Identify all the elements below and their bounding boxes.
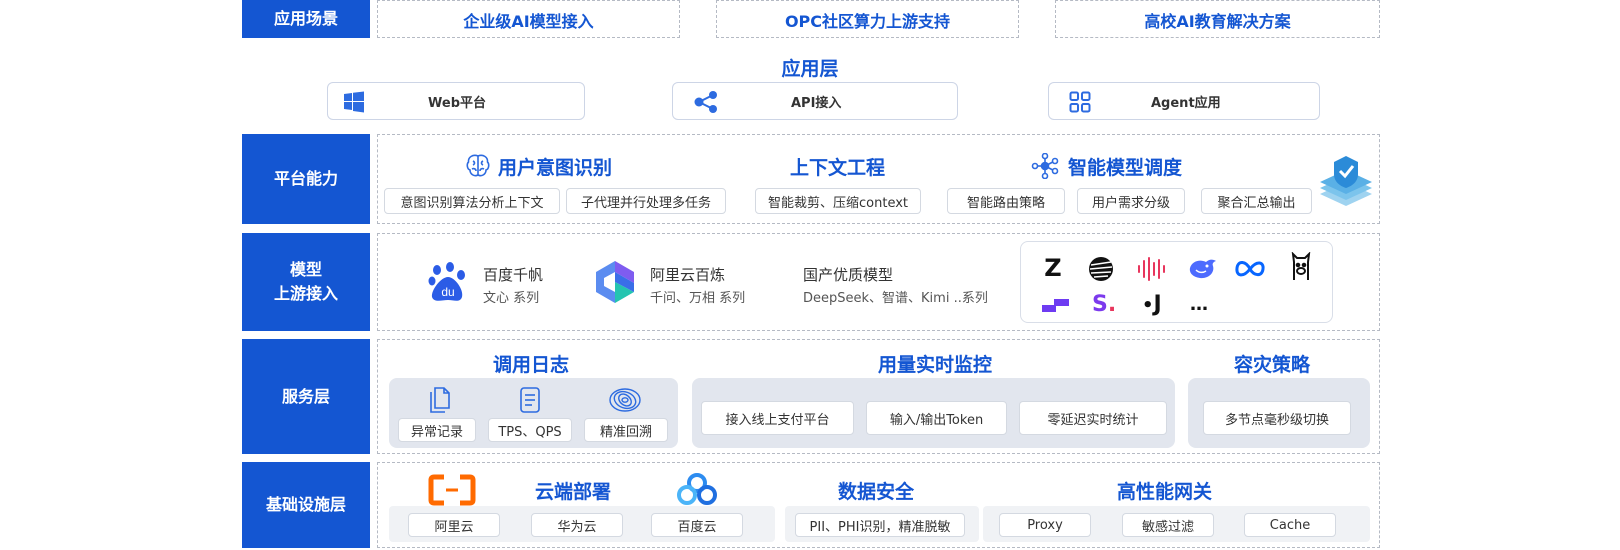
service-label: 服务层 <box>242 339 370 454</box>
files-icon <box>427 386 451 418</box>
app-web-label: Web平台 <box>428 95 486 111</box>
baidu-cloud-icon <box>676 472 718 510</box>
baidu-qianfan-sub: 文心 系列 <box>483 291 540 306</box>
scenario-label: 应用场景 <box>242 0 370 38</box>
model-logos-panel <box>1020 241 1333 323</box>
scenario-item-3: 高校AI教育解决方案 <box>1055 0 1380 38</box>
usage-monitor-title: 用量实时监控 <box>878 354 993 376</box>
disaster-recovery-title: 容灾策略 <box>1234 354 1311 376</box>
pill-token-io: 输入/输出Token <box>866 401 1007 435</box>
pill-precise-trace: 精准回溯 <box>584 418 668 442</box>
app-agent[interactable]: Agent应用 <box>1048 82 1320 120</box>
shield-cube-icon <box>1318 152 1374 214</box>
app-web-platform[interactable]: Web平台 <box>327 82 585 120</box>
call-logs-title: 调用日志 <box>493 354 570 376</box>
platform-label: 平台能力 <box>242 134 370 224</box>
pill-context-compress: 智能裁剪、压缩context <box>755 188 921 214</box>
network-nodes-icon <box>1031 152 1059 183</box>
svg-text:du: du <box>441 285 454 299</box>
app-layer-title: 应用层 <box>781 58 839 80</box>
aliyun-bailian-sub: 千问、万相 系列 <box>650 291 746 306</box>
pill-pii-masking: PII、PHI识别，精准脱敏 <box>795 513 965 537</box>
data-security-title: 数据安全 <box>838 481 915 503</box>
brain-icon <box>465 153 491 183</box>
baidu-paw-icon: du <box>428 262 468 308</box>
pill-baiducloud: 百度云 <box>651 513 743 537</box>
pill-subagent-parallel: 子代理并行处理多任务 <box>566 188 726 214</box>
more-icon: … <box>1190 294 1208 315</box>
pill-cache: Cache <box>1244 513 1336 537</box>
app-agent-label: Agent应用 <box>1151 95 1221 111</box>
infra-label: 基础设施层 <box>242 462 370 548</box>
pill-aliyun: 阿里云 <box>408 513 500 537</box>
pill-payment-platform: 接入线上支付平台 <box>701 401 854 435</box>
aliyun-bailian-icon <box>594 259 636 309</box>
spiral-icon <box>608 387 642 417</box>
models-label: 模型 上游接入 <box>242 233 370 331</box>
pill-sensitive-filter: 敏感过滤 <box>1122 513 1214 537</box>
scenario-item-1: 企业级AI模型接入 <box>377 0 680 38</box>
audio-wave-icon <box>1136 256 1166 286</box>
pill-huaweicloud: 华为云 <box>531 513 623 537</box>
pill-realtime-stats: 零延迟实时统计 <box>1019 401 1167 435</box>
app-api-access[interactable]: API接入 <box>672 82 958 120</box>
scenario-item-2: OPC社区算力上游支持 <box>716 0 1019 38</box>
steps-icon <box>1042 298 1070 317</box>
pill-exception-record: 异常记录 <box>398 418 476 442</box>
stripes-sphere-icon <box>1088 256 1114 286</box>
aliyun-logo-icon <box>428 474 476 510</box>
meta-infinity-icon <box>1234 258 1266 284</box>
baidu-qianfan-name: 百度千帆 <box>483 266 544 284</box>
domestic-models-sub: DeepSeek、智谱、Kimi ..系列 <box>803 291 988 306</box>
app-api-label: API接入 <box>791 95 842 111</box>
gateway-title: 高性能网关 <box>1117 481 1213 503</box>
pill-demand-grading: 用户需求分级 <box>1077 188 1185 214</box>
pill-proxy: Proxy <box>999 513 1091 537</box>
aliyun-bailian-name: 阿里云百炼 <box>650 266 726 284</box>
pill-tps-qps: TPS、QPS <box>488 418 572 442</box>
grid-icon <box>1069 91 1091 117</box>
document-icon <box>519 386 541 418</box>
model-scheduling-title: 智能模型调度 <box>1068 157 1183 179</box>
windows-icon <box>343 91 365 117</box>
context-engineering-title: 上下文工程 <box>790 157 886 179</box>
llama-icon <box>1290 251 1312 286</box>
pill-node-switch: 多节点毫秒级切换 <box>1203 401 1351 435</box>
j-dot-icon: •J <box>1142 292 1162 317</box>
cloud-deploy-title: 云端部署 <box>535 481 612 503</box>
deepseek-whale-icon <box>1188 256 1218 286</box>
pill-intent-analysis: 意图识别算法分析上下文 <box>384 188 560 214</box>
pill-aggregate-output: 聚合汇总输出 <box>1201 188 1312 214</box>
share-nodes-icon <box>693 90 719 118</box>
intent-recognition-title: 用户意图识别 <box>498 157 613 179</box>
s-dot-icon: S. <box>1092 292 1117 317</box>
zhipu-z-icon: Z <box>1044 254 1062 282</box>
pill-smart-routing: 智能路由策略 <box>947 188 1065 214</box>
domestic-models-name: 国产优质模型 <box>803 266 894 284</box>
